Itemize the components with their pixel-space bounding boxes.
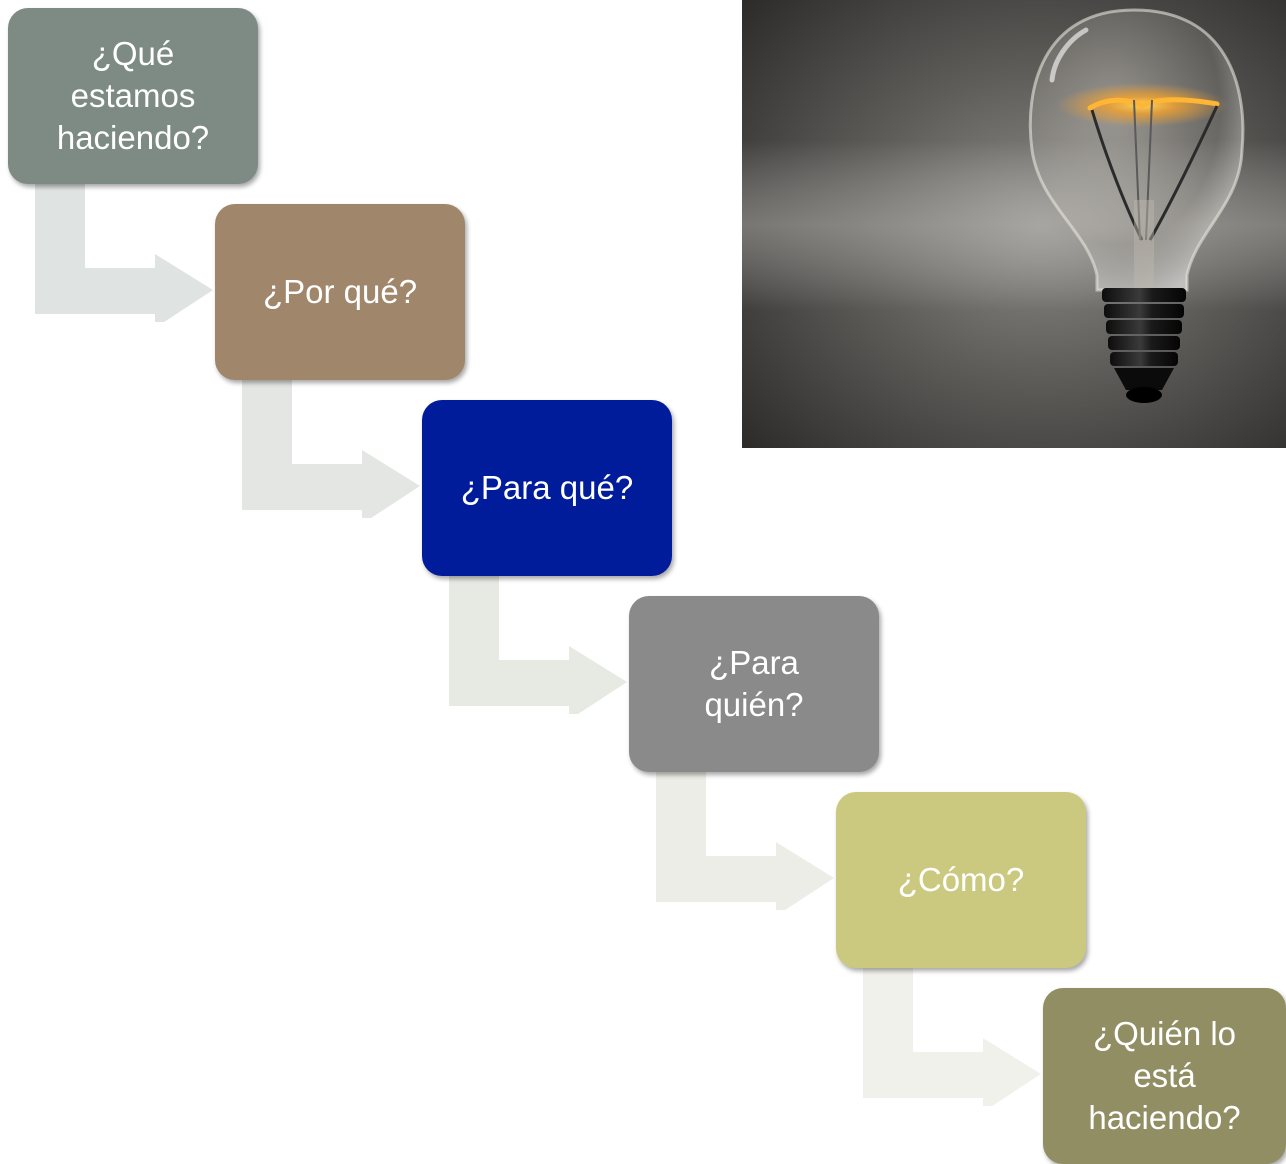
step-box-how: ¿Cómo?: [836, 792, 1086, 968]
lightbulb-photo: [742, 0, 1286, 448]
step-box-what-for: ¿Para qué?: [422, 400, 672, 576]
step-box-for-whom: ¿Para quién?: [629, 596, 879, 772]
connector-arrow-3: [449, 574, 627, 714]
connector-arrow-5: [863, 966, 1041, 1106]
step-box-who: ¿Quién lo está haciendo?: [1043, 988, 1286, 1164]
connector-arrow-4: [656, 770, 834, 910]
connector-arrow-2: [242, 378, 420, 518]
lightbulb-icon: [742, 0, 1286, 448]
connector-arrow-1: [35, 182, 213, 322]
step-box-what: ¿Qué estamos haciendo?: [8, 8, 258, 184]
step-box-why: ¿Por qué?: [215, 204, 465, 380]
